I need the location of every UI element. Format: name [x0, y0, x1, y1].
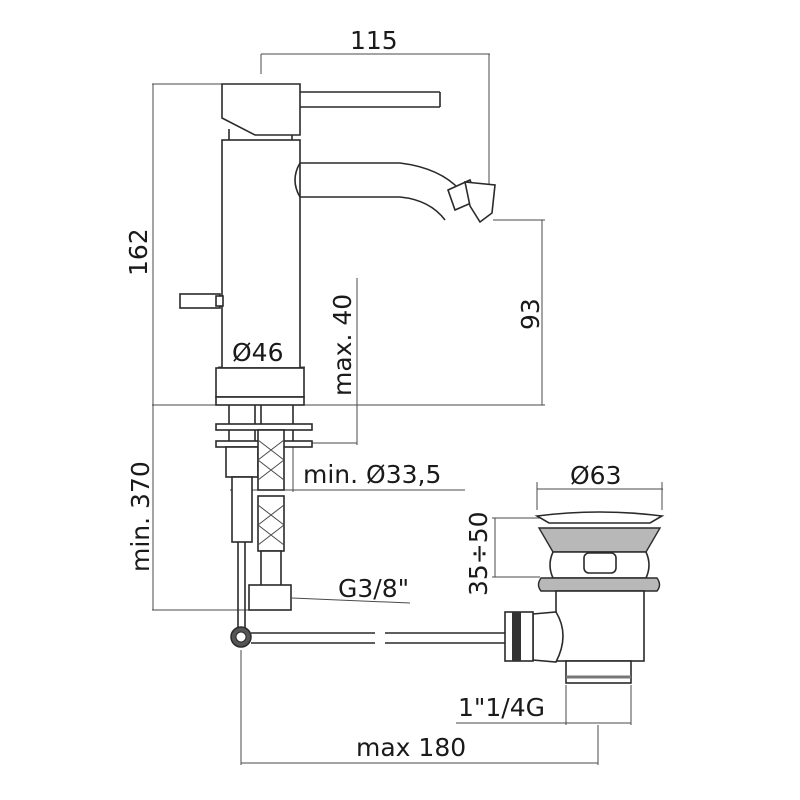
dim-deck-thickness: max. 40 [328, 293, 357, 396]
pop-up-waste [504, 511, 665, 684]
dim-rod-length: max 180 [356, 733, 467, 762]
dim-hose-length: min. 370 [126, 461, 155, 572]
dim-base-diameter: Ø46 [232, 338, 284, 367]
dim-waste-diameter: Ø63 [570, 461, 622, 490]
dim-waste-adjust: 35÷50 [464, 511, 493, 596]
dim-spout-height: 93 [516, 298, 545, 330]
dim-spout-reach: 115 [350, 26, 398, 55]
dim-total-height: 162 [124, 228, 153, 276]
dim-hole-diameter: min. Ø33,5 [303, 460, 442, 489]
tap-body [179, 83, 505, 648]
dim-hose-connection: G3/8" [338, 574, 410, 603]
dim-waste-thread: 1"1/4G [458, 693, 546, 722]
